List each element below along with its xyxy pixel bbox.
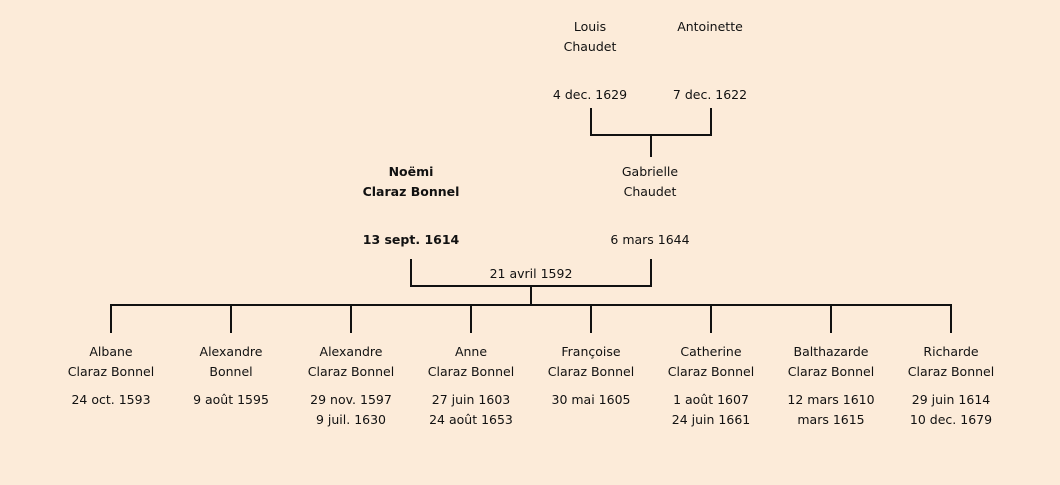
- person-surname: Claraz Bonnel: [427, 364, 515, 379]
- connector-line: [350, 305, 352, 333]
- connector-line: [650, 259, 652, 287]
- connector-line: [530, 285, 532, 306]
- person-name: Balthazarde: [793, 344, 869, 359]
- birth-date: 24 oct. 1593: [71, 392, 151, 407]
- person-date: 7 dec. 1622: [672, 87, 748, 102]
- connector-line: [710, 108, 712, 136]
- death-date: 9 juil. 1630: [315, 412, 387, 427]
- death-date: 10 dec. 1679: [909, 412, 993, 427]
- person-name: Catherine: [680, 344, 742, 359]
- death-date: mars 1615: [797, 412, 865, 427]
- person-date: 13 sept. 1614: [362, 232, 460, 247]
- person-surname: Claraz Bonnel: [362, 184, 460, 199]
- marriage-date: 21 avril 1592: [489, 266, 573, 281]
- connector-line: [830, 305, 832, 333]
- person-name: Noëmi: [388, 164, 434, 179]
- connector-line: [470, 305, 472, 333]
- connector-line: [230, 305, 232, 333]
- person-name: Anne: [454, 344, 488, 359]
- person-date: 4 dec. 1629: [552, 87, 628, 102]
- connector-line: [950, 305, 952, 333]
- person-name: Alexandre: [319, 344, 383, 359]
- person-surname: Bonnel: [209, 364, 253, 379]
- children-line: [110, 304, 952, 306]
- connector-line: [590, 108, 592, 136]
- person-name: Louis: [573, 19, 607, 34]
- person-surname: Claraz Bonnel: [307, 364, 395, 379]
- connector-line: [410, 259, 412, 287]
- person-name: Françoise: [561, 344, 621, 359]
- connector-line: [590, 305, 592, 333]
- person-surname: Claraz Bonnel: [907, 364, 995, 379]
- birth-date: 27 juin 1603: [431, 392, 511, 407]
- person-name: Albane: [89, 344, 133, 359]
- person-surname: Claraz Bonnel: [787, 364, 875, 379]
- birth-date: 12 mars 1610: [787, 392, 875, 407]
- birth-date: 29 juin 1614: [911, 392, 991, 407]
- connector-line: [110, 305, 112, 333]
- person-date: 6 mars 1644: [610, 232, 690, 247]
- person-name: Alexandre: [199, 344, 263, 359]
- death-date: 24 août 1653: [429, 412, 513, 427]
- person-name: Gabrielle: [621, 164, 679, 179]
- person-name: Antoinette: [677, 19, 743, 34]
- connector-line: [710, 305, 712, 333]
- birth-date: 9 août 1595: [193, 392, 269, 407]
- birth-date: 30 mai 1605: [551, 392, 631, 407]
- person-surname: Claraz Bonnel: [67, 364, 155, 379]
- person-surname: Claraz Bonnel: [667, 364, 755, 379]
- death-date: 24 juin 1661: [671, 412, 751, 427]
- person-surname: Chaudet: [623, 184, 677, 199]
- connector-line: [650, 134, 652, 157]
- birth-date: 1 août 1607: [673, 392, 749, 407]
- birth-date: 29 nov. 1597: [310, 392, 392, 407]
- person-name: Richarde: [923, 344, 979, 359]
- person-surname: Claraz Bonnel: [547, 364, 635, 379]
- person-surname: Chaudet: [563, 39, 617, 54]
